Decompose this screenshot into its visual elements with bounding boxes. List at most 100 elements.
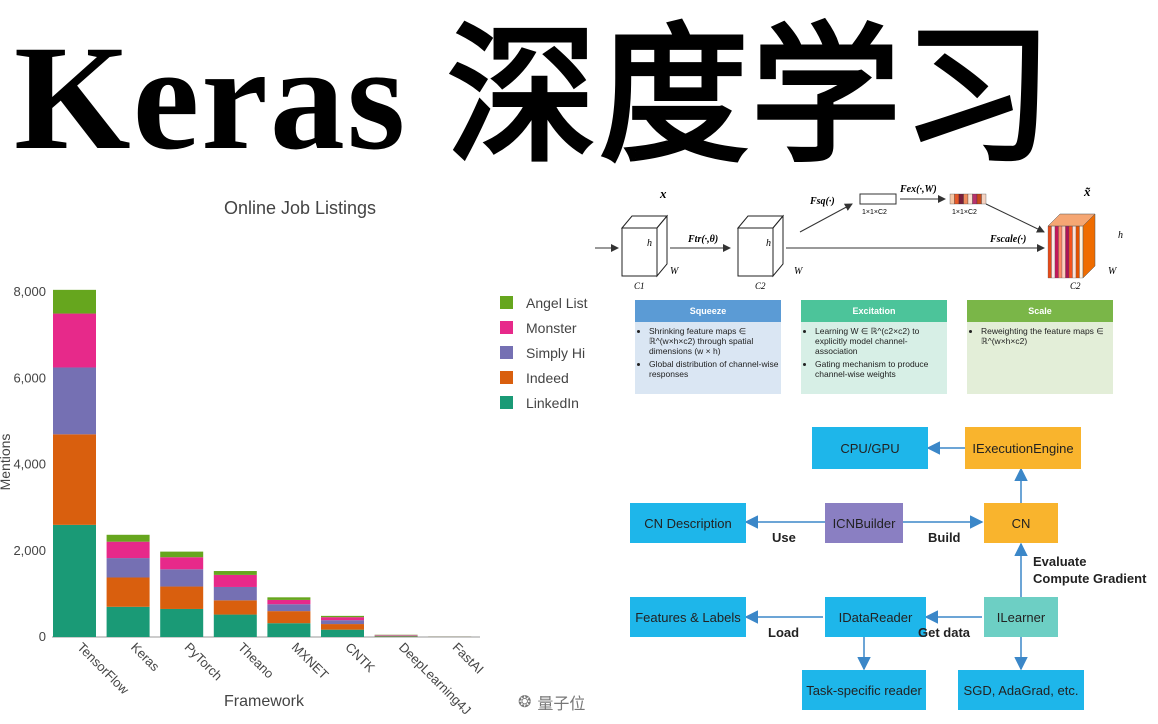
legend-swatch — [500, 396, 513, 409]
cn-box: CN — [984, 503, 1058, 543]
flow-arrows — [744, 441, 1028, 671]
output-slice — [1065, 225, 1070, 279]
output-cube — [1047, 213, 1096, 279]
bar-segment — [213, 571, 257, 575]
y-tick-label: 2,000 — [13, 543, 46, 558]
y-axis-label: Mentions — [0, 434, 13, 491]
output-slice — [1068, 225, 1073, 279]
bar-segment — [160, 586, 204, 609]
legend-swatch — [500, 321, 513, 334]
bar-segment — [267, 611, 311, 624]
excitation-stripe — [954, 193, 960, 205]
w-label-2: W — [794, 266, 804, 277]
bar-segment — [160, 557, 204, 570]
x-tick-label: CNTK — [342, 640, 378, 676]
use-label: Use — [772, 530, 796, 545]
bar-segment — [53, 524, 96, 637]
bar-segment — [106, 541, 150, 559]
banner-title: Keras 深度学习 — [14, 15, 1055, 181]
watermark: ❂ 量子位 — [518, 690, 585, 714]
chart-plot: 02,0004,0006,0008,000MentionsFrameworkTe… — [0, 284, 487, 718]
bar-segment — [213, 574, 257, 587]
legend-swatch — [500, 371, 513, 384]
output-slice — [1054, 225, 1059, 279]
output-slice — [1072, 225, 1077, 279]
se-block-diagram: x h W C1 Ftr(·,θ) h W C2 Fsq(·) 1×1×C2 F… — [590, 180, 1155, 400]
compute-gradient-label: Compute Gradient — [1033, 571, 1147, 586]
legend-label: LinkedIn — [526, 394, 579, 411]
bar-segment — [321, 617, 364, 621]
legend-swatch — [500, 346, 513, 359]
chart-title: Online Job Listings — [223, 198, 377, 218]
c2-label: C2 — [755, 281, 766, 291]
cpu-gpu-box: CPU/GPU — [812, 427, 928, 469]
squeeze-bullet: Shrinking feature maps ∈ ℝ^(w×h×c2) thro… — [649, 326, 781, 356]
feature-cube — [736, 214, 785, 278]
scale-in-arrow — [985, 203, 1045, 233]
legend-swatch — [500, 296, 513, 309]
scale-bullet: Reweighting the feature maps ∈ ℝ^(w×h×c2… — [981, 326, 1113, 346]
legend-item: LinkedIn — [500, 390, 587, 415]
fsq-arrow — [799, 203, 853, 233]
bar-segment — [321, 624, 364, 630]
x-tick-label: TensorFlow — [74, 640, 132, 698]
scale-card: Scale Reweighting the feature maps ∈ ℝ^(… — [967, 300, 1113, 394]
squeeze-title: Squeeze — [635, 300, 781, 322]
excitation-vector — [949, 193, 987, 205]
y-tick-label: 6,000 — [13, 370, 46, 385]
x-tick-label: PyTorch — [182, 640, 226, 684]
output-slice — [1051, 225, 1056, 279]
watermark-text: 量子位 — [537, 696, 586, 713]
y-tick-label: 8,000 — [13, 284, 46, 299]
c1-label: C1 — [634, 281, 645, 291]
fscale-label: Fscale(·) — [989, 234, 1026, 245]
excitation-title: Excitation — [801, 300, 947, 322]
cn-description-box: CN Description — [630, 503, 746, 543]
excitation-bullet: Learning W ∈ ℝ^(c2×c2) to explicitly mod… — [815, 326, 947, 356]
ftr-label: Ftr(·,θ) — [687, 234, 718, 245]
excitation-card: Excitation Learning W ∈ ℝ^(c2×c2) to exp… — [801, 300, 947, 394]
x-tick-label: Theano — [235, 640, 277, 682]
input-cube — [620, 214, 669, 278]
bar-segment — [53, 434, 96, 525]
excitation-stripe — [963, 193, 969, 205]
x-axis-label: Framework — [224, 693, 305, 710]
excitation-stripe — [967, 193, 973, 205]
excitation-stripe — [981, 193, 987, 205]
h-label-2: h — [766, 238, 771, 249]
se-block-figure: x h W C1 Ftr(·,θ) h W C2 Fsq(·) 1×1×C2 F… — [595, 184, 1123, 291]
w-label-1: W — [670, 266, 680, 277]
fsq-label: Fsq(·) — [809, 196, 835, 207]
excitation-bullet: Gating mechanism to produce channel-wise… — [815, 359, 947, 379]
idata-reader-box: IDataReader — [825, 597, 926, 637]
h-label-3: h — [1118, 230, 1123, 241]
excitation-stripe — [972, 193, 978, 205]
bar-segment — [213, 614, 257, 637]
output-slice — [1061, 225, 1066, 279]
sgd-box: SGD, AdaGrad, etc. — [958, 670, 1084, 710]
execution-engine-box: IExecutionEngine — [965, 427, 1081, 469]
bar-segment — [267, 599, 311, 605]
bar-segment — [160, 608, 204, 637]
load-label: Load — [768, 625, 800, 640]
bar-segment — [53, 367, 96, 435]
excitation-stripe — [976, 193, 982, 205]
legend-label: Simply Hi — [526, 344, 586, 361]
dim1-label: 1×1×C2 — [862, 209, 887, 216]
bar-segment — [106, 606, 150, 637]
y-tick-label: 4,000 — [13, 457, 46, 472]
legend-item: Indeed — [500, 365, 587, 390]
features-labels-box: Features & Labels — [630, 597, 746, 637]
output-slice — [1075, 225, 1080, 279]
build-label: Build — [928, 530, 961, 545]
x-tick-label: Keras — [128, 640, 163, 675]
icn-builder-box: ICNBuilder — [825, 503, 903, 543]
legend-label: Indeed — [526, 369, 569, 386]
output-cube-side — [1082, 213, 1096, 279]
legend-item: Monster — [500, 315, 587, 340]
bar-segment — [213, 586, 257, 601]
bar-segment — [321, 615, 364, 618]
bar-segment — [53, 313, 96, 368]
